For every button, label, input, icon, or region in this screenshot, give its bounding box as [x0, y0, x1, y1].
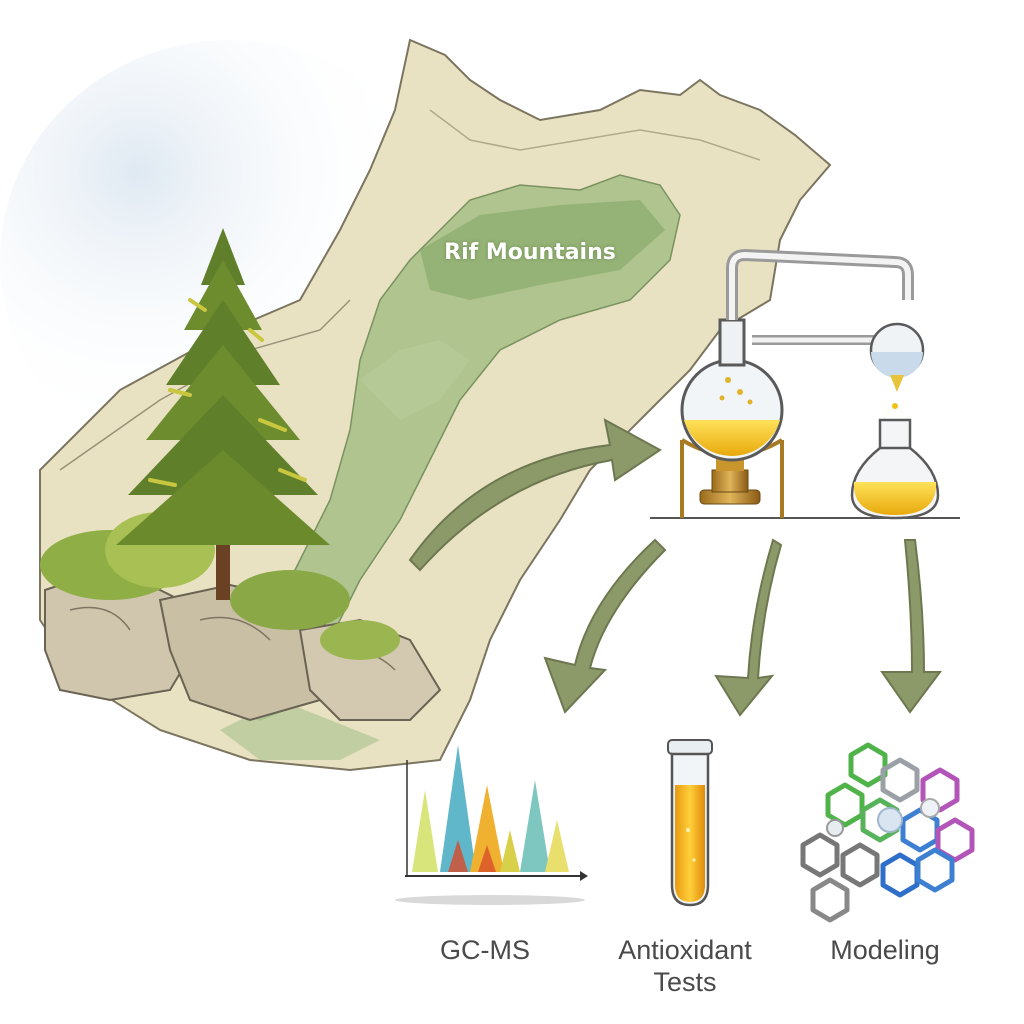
arrow-to-antioxidant: [714, 538, 783, 717]
output-label-modeling: Modeling: [830, 935, 940, 965]
distillation-apparatus-icon: [650, 248, 960, 520]
test-tube-icon: [667, 739, 713, 907]
output-label-gcms: GC-MS: [440, 935, 530, 965]
output-label-antioxidant-tests: Antioxidant Tests: [585, 934, 785, 998]
arrow-to-modeling: [880, 539, 942, 714]
molecule-icon: [800, 742, 975, 923]
arrow-to-distillation: [408, 418, 662, 572]
output-label-antioxidant-line2: Tests: [653, 967, 717, 997]
output-label-antioxidant-line1: Antioxidant: [618, 935, 752, 965]
chromatogram-icon: [395, 745, 588, 905]
region-label-rif-mountains: Rif Mountains: [444, 240, 616, 265]
pine-tree-icon: [116, 228, 330, 600]
arrow-to-gcms: [543, 538, 667, 714]
